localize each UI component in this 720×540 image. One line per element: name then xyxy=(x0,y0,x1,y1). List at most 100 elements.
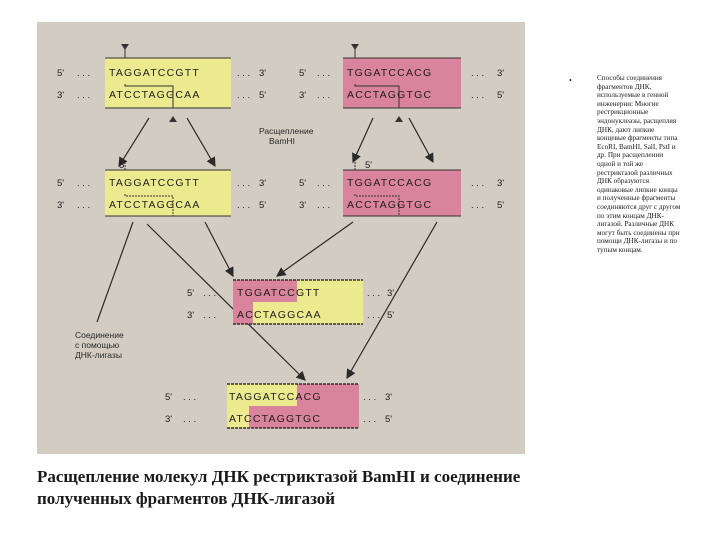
hybrid2-top-dots-r: . . . xyxy=(363,392,376,403)
label-cleavage-line2: BamHI xyxy=(269,136,295,146)
hybrid1-bot-5end: 5' xyxy=(387,310,394,321)
dna2-bot-seq: ACCTAGGTGC xyxy=(347,89,432,101)
hybrid1-top-5end: 5' xyxy=(187,288,194,299)
dna2-highlight xyxy=(343,58,461,108)
frag2-bot-5end: 5' xyxy=(497,200,504,211)
dna2-top-arrow xyxy=(351,44,359,50)
diagram-svg: 5' . . . TAGGATCCGTT . . . 3' 3' . . . A… xyxy=(57,44,504,429)
frag2-cut-gap xyxy=(354,162,400,216)
dna1-top-arrow xyxy=(121,44,129,50)
dna1-highlight xyxy=(105,58,231,108)
frag1-top-dots: . . . xyxy=(77,178,90,189)
arrow-frag2-to-hybrid1 xyxy=(276,221,354,277)
arrow-dna2-to-frag2 xyxy=(352,117,374,164)
figure-caption: Расщепление молекул ДНК рестриктазой Bam… xyxy=(37,467,521,508)
frag2-bot-dots-r: . . . xyxy=(471,200,484,211)
arrow-dna1-to-frag1 xyxy=(118,117,150,168)
hybrid2-bot-3end: 3' xyxy=(165,414,172,425)
label-ligation-line1: Соединение xyxy=(75,330,124,340)
frag1-block: 5' . . . TAGGATCCGTT . . . 3' 3' . . . A… xyxy=(57,160,266,217)
hybrid2-bot-dots: . . . xyxy=(183,414,196,425)
frag2-highlight xyxy=(343,170,461,216)
dna1-bottom-arrow xyxy=(169,116,177,122)
frag2-top-5end: 5' xyxy=(299,178,306,189)
frag2-bot-3end: 3' xyxy=(299,200,306,211)
label-ligation-line2: с помощью xyxy=(75,340,120,350)
dna2-top-dots-r: . . . xyxy=(471,68,484,79)
dna1-bot-3end: 3' xyxy=(57,90,64,101)
arrow-dna1-to-frag1b xyxy=(186,117,216,168)
hybrid2-pink-bottom xyxy=(249,406,297,428)
hybrid1-top-dots: . . . xyxy=(203,288,216,299)
frag2-bot-seq: ACCTAGGTGC xyxy=(347,199,432,211)
hybrid1-yellow-right xyxy=(297,280,363,324)
hybrid2-yellow-top xyxy=(249,384,297,406)
frag1-top-5end: 5' xyxy=(57,178,64,189)
hybrid2-block: 5' . . . TAGGATCCACG . . . 3' 3' . . . A… xyxy=(165,383,392,429)
arrow-frag1-to-hybrid1 xyxy=(204,221,234,278)
frag1-bot-seq: ATCCTAGGCAA xyxy=(109,199,201,211)
hybrid2-yellow-left xyxy=(227,384,249,428)
hybrid1-top-seq: TGGATCCGTT xyxy=(237,287,321,299)
frag2-top-seq: TGGATCCACG xyxy=(347,177,432,189)
frag2-top-3end: 3' xyxy=(497,178,504,189)
label-cleavage-line1: Расщепление xyxy=(259,126,314,136)
dna2-block: 5' . . . TGGATCCACG . . . 3' 3' . . . AC… xyxy=(299,44,504,122)
hybrid2-top-3end: 3' xyxy=(385,392,392,403)
frag1-top-seq: TAGGATCCGTT xyxy=(109,177,200,189)
dna2-bottom-arrow xyxy=(395,116,403,122)
hybrid1-bot-dots-r: . . . xyxy=(367,310,380,321)
hybrid1-top-3end: 3' xyxy=(387,288,394,299)
dna2-bot-3end: 3' xyxy=(299,90,306,101)
hybrid1-pink-left xyxy=(233,280,253,324)
frag1-bot-dots-r: . . . xyxy=(237,200,250,211)
hybrid1-bot-dots: . . . xyxy=(203,310,216,321)
dna1-top-3end: 3' xyxy=(259,68,266,79)
dna1-top-dots: . . . xyxy=(77,68,90,79)
frag1-top-3end: 3' xyxy=(259,178,266,189)
frag1-5prime-mark: 5' xyxy=(119,160,126,171)
arrow-frag1-to-hybrid2-a xyxy=(96,221,134,323)
hybrid2-top-5end: 5' xyxy=(165,392,172,403)
frag1-bot-5end: 5' xyxy=(259,200,266,211)
dna2-bot-dots-r: . . . xyxy=(471,90,484,101)
dna1-bot-seq: ATCCTAGGCAA xyxy=(109,89,201,101)
hybrid2-top-seq: TAGGATCCACG xyxy=(229,391,322,403)
frag2-bot-dots: . . . xyxy=(317,200,330,211)
frag1-cut-gap xyxy=(124,162,174,216)
dna1-bot-5end: 5' xyxy=(259,90,266,101)
arrow-frag1-to-hybrid2 xyxy=(146,223,306,381)
frag1-bot-dots: . . . xyxy=(77,200,90,211)
hybrid2-bot-seq: ATCCTAGGTGC xyxy=(229,413,321,425)
dna1-bot-dots: . . . xyxy=(77,90,90,101)
dna2-bot-dots: . . . xyxy=(317,90,330,101)
hybrid1-yellow-bottom xyxy=(253,302,297,324)
bullet-marker: • xyxy=(569,76,572,85)
hybrid1-pink-top xyxy=(253,280,297,302)
dna1-top-dots-r: . . . xyxy=(237,68,250,79)
hybrid1-bot-seq: ACCTAGGCAA xyxy=(237,309,322,321)
dna1-bot-dots-r: . . . xyxy=(237,90,250,101)
dna2-top-3end: 3' xyxy=(497,68,504,79)
dna2-top-dots: . . . xyxy=(317,68,330,79)
label-ligation-line3: ДНК-лигазы xyxy=(75,350,122,360)
hybrid1-block: 5' . . . TGGATCCGTT . . . 3' 3' . . . AC… xyxy=(187,279,394,325)
dna2-bot-5end: 5' xyxy=(497,90,504,101)
hybrid2-bot-dots-r: . . . xyxy=(363,414,376,425)
arrow-dna2-to-frag2b xyxy=(408,117,434,164)
dna1-block: 5' . . . TAGGATCCGTT . . . 3' 3' . . . A… xyxy=(57,44,266,122)
hybrid1-bot-3end: 3' xyxy=(187,310,194,321)
dna2-top-5end: 5' xyxy=(299,68,306,79)
frag2-block: 5' . . . TGGATCCACG . . . 3' 3' . . . AC… xyxy=(299,160,504,217)
hybrid2-top-dots: . . . xyxy=(183,392,196,403)
dna2-top-seq: TGGATCCACG xyxy=(347,67,432,79)
frag1-bot-3end: 3' xyxy=(57,200,64,211)
frag2-5prime-mark: 5' xyxy=(365,160,372,171)
arrow-frag2-to-hybrid2 xyxy=(346,221,438,380)
side-description: Способы соединения фрагментов ДНК, испол… xyxy=(597,74,681,254)
dna-restriction-diagram: 5' . . . TAGGATCCGTT . . . 3' 3' . . . A… xyxy=(37,22,525,454)
frag1-top-dots-r: . . . xyxy=(237,178,250,189)
hybrid1-top-dots-r: . . . xyxy=(367,288,380,299)
dna1-top-seq: TAGGATCCGTT xyxy=(109,67,200,79)
dna1-top-5end: 5' xyxy=(57,68,64,79)
